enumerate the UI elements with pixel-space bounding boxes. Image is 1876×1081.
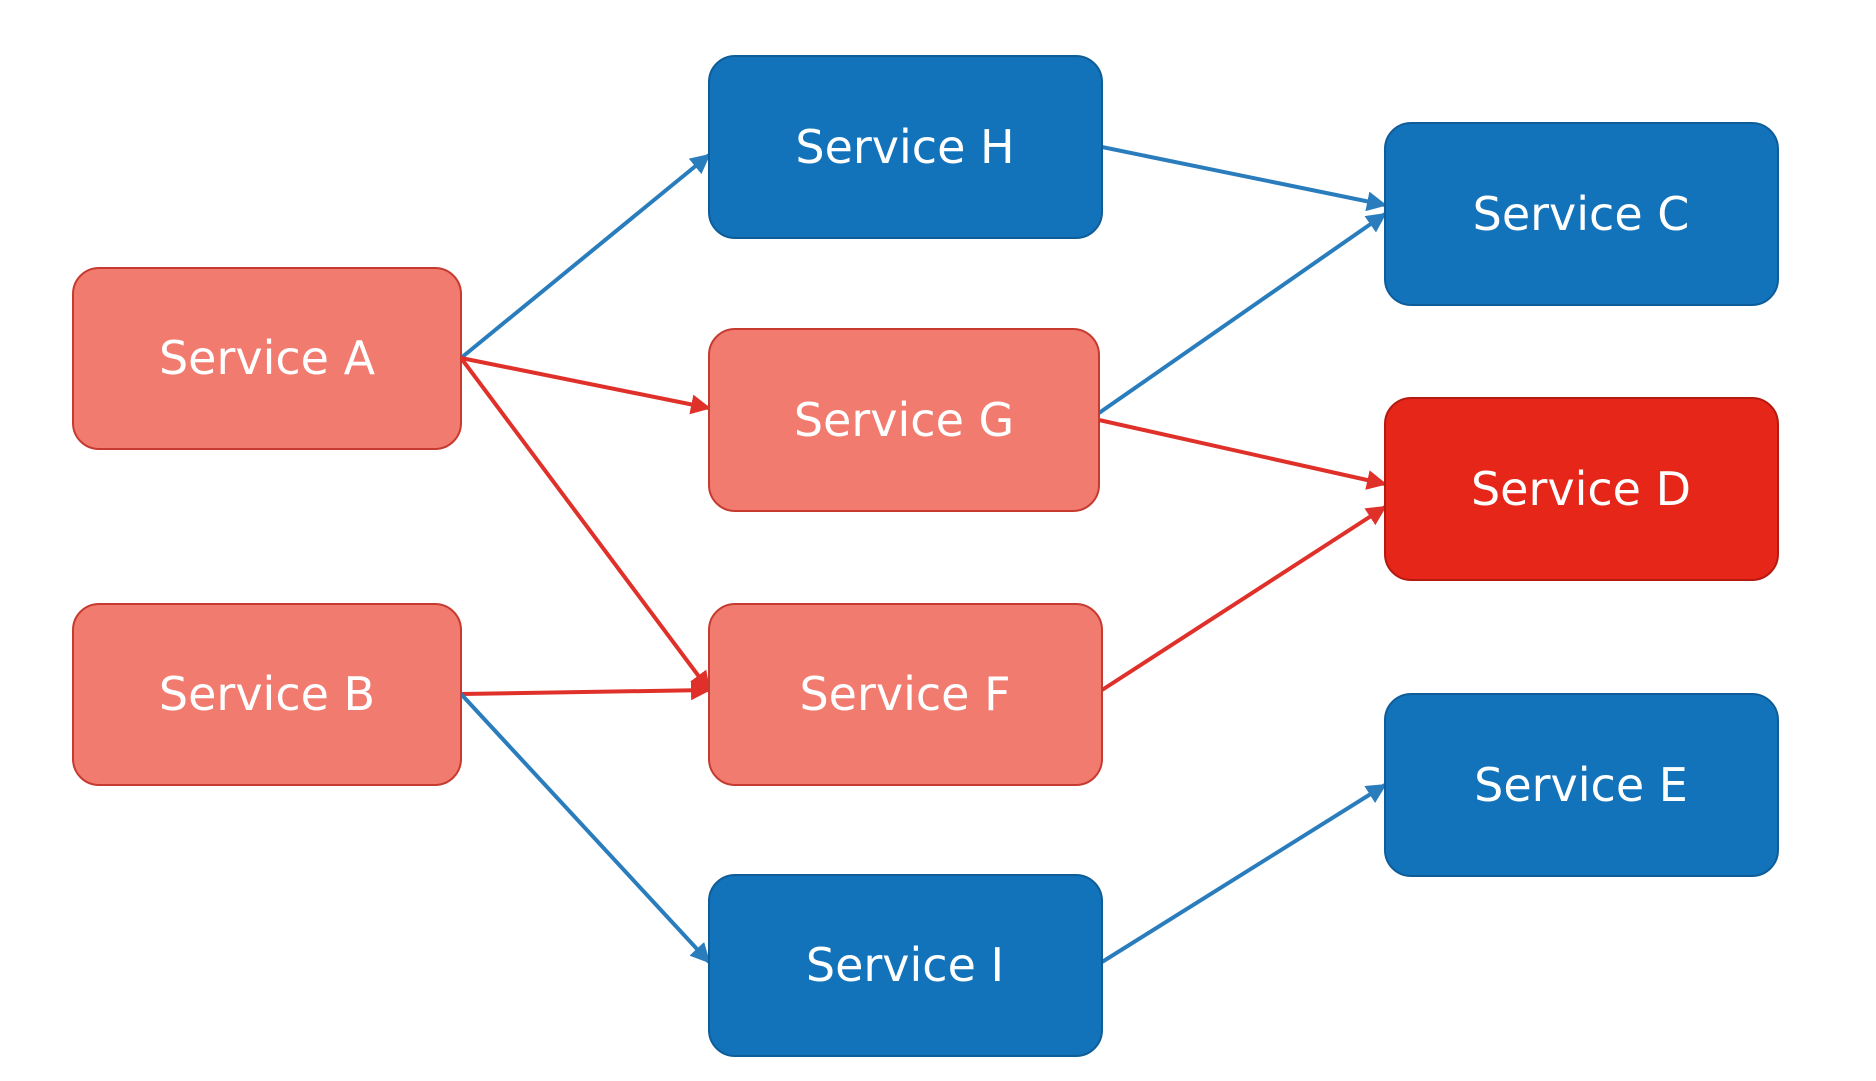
edge-b-to-f-arrow <box>460 680 711 701</box>
node-service-g: Service G <box>708 328 1100 512</box>
node-service-i-box <box>708 874 1103 1057</box>
node-service-d-label: Service D <box>1471 462 1691 516</box>
node-service-f-box <box>708 603 1103 786</box>
node-service-d: Service D <box>1384 397 1779 581</box>
node-service-h-box <box>708 55 1103 239</box>
node-service-e-label: Service E <box>1474 758 1688 812</box>
edge-b-to-i-arrow <box>459 692 711 964</box>
node-service-c-label: Service C <box>1473 187 1690 241</box>
edge-h-to-c-arrow <box>1101 145 1387 212</box>
node-service-f: Service F <box>708 603 1103 786</box>
node-service-d-box <box>1384 397 1779 581</box>
node-service-a-label: Service A <box>159 331 376 385</box>
edge-g-to-d-arrow <box>1098 418 1387 490</box>
edge-g-to-c-arrow <box>1097 212 1387 415</box>
node-service-f-label: Service F <box>799 667 1010 721</box>
node-service-g-box <box>708 328 1100 512</box>
node-service-e: Service E <box>1384 693 1779 877</box>
node-service-g-label: Service G <box>794 393 1014 447</box>
node-service-a: Service A <box>72 267 462 450</box>
node-service-i-label: Service I <box>806 938 1004 992</box>
edge-a-to-f-arrow <box>459 356 711 692</box>
edge-i-to-e-arrow <box>1100 783 1387 964</box>
node-service-c: Service C <box>1384 122 1779 306</box>
node-service-b: Service B <box>72 603 462 786</box>
node-service-b-label: Service B <box>159 667 375 721</box>
node-service-b-box <box>72 603 462 786</box>
edge-f-to-d-arrow <box>1100 505 1387 692</box>
node-service-h: Service H <box>708 55 1103 239</box>
node-service-c-box <box>1384 122 1779 306</box>
edge-a-to-h-arrow <box>459 153 711 360</box>
node-service-a-box <box>72 267 462 450</box>
node-service-i: Service I <box>708 874 1103 1057</box>
edges-layer <box>459 145 1387 964</box>
edge-a-to-g-arrow <box>460 356 711 415</box>
node-service-h-label: Service H <box>795 120 1014 174</box>
node-service-e-box <box>1384 693 1779 877</box>
